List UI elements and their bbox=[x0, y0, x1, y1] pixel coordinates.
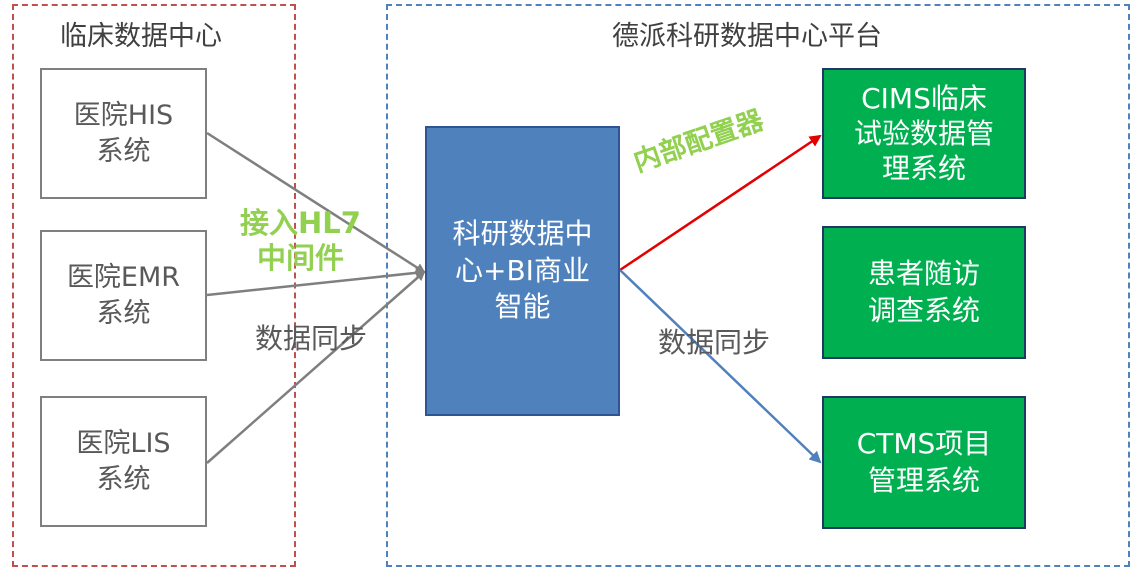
hospital-lis-box: 医院LIS 系统 bbox=[40, 396, 207, 527]
center-to-ctms-line bbox=[619, 269, 822, 464]
patient-followup-box: 患者随访 调查系统 bbox=[822, 226, 1026, 359]
center-to-cims-line bbox=[619, 134, 822, 272]
hospital-his-box: 医院HIS 系统 bbox=[40, 68, 207, 199]
his-to-center-line bbox=[206, 131, 426, 274]
hospital-emr-box: 医院EMR 系统 bbox=[40, 230, 207, 361]
clinical-data-center-title: 临床数据中心 bbox=[60, 21, 222, 52]
data-sync-label-left: 数据同步 bbox=[255, 322, 368, 355]
hl7-middleware-label: 接入HL7 中间件 bbox=[240, 206, 361, 275]
cims-system-box: CIMS临床 试验数据管 理系统 bbox=[822, 68, 1026, 199]
research-platform-region bbox=[386, 4, 1130, 567]
ctms-system-box: CTMS项目 管理系统 bbox=[822, 396, 1026, 529]
research-platform-title: 德派科研数据中心平台 bbox=[612, 21, 882, 52]
data-sync-label-right: 数据同步 bbox=[658, 326, 771, 359]
emr-to-center-line bbox=[206, 267, 426, 297]
research-data-center-box: 科研数据中 心+BI商业 智能 bbox=[425, 126, 620, 416]
lis-to-center-line bbox=[206, 270, 426, 464]
